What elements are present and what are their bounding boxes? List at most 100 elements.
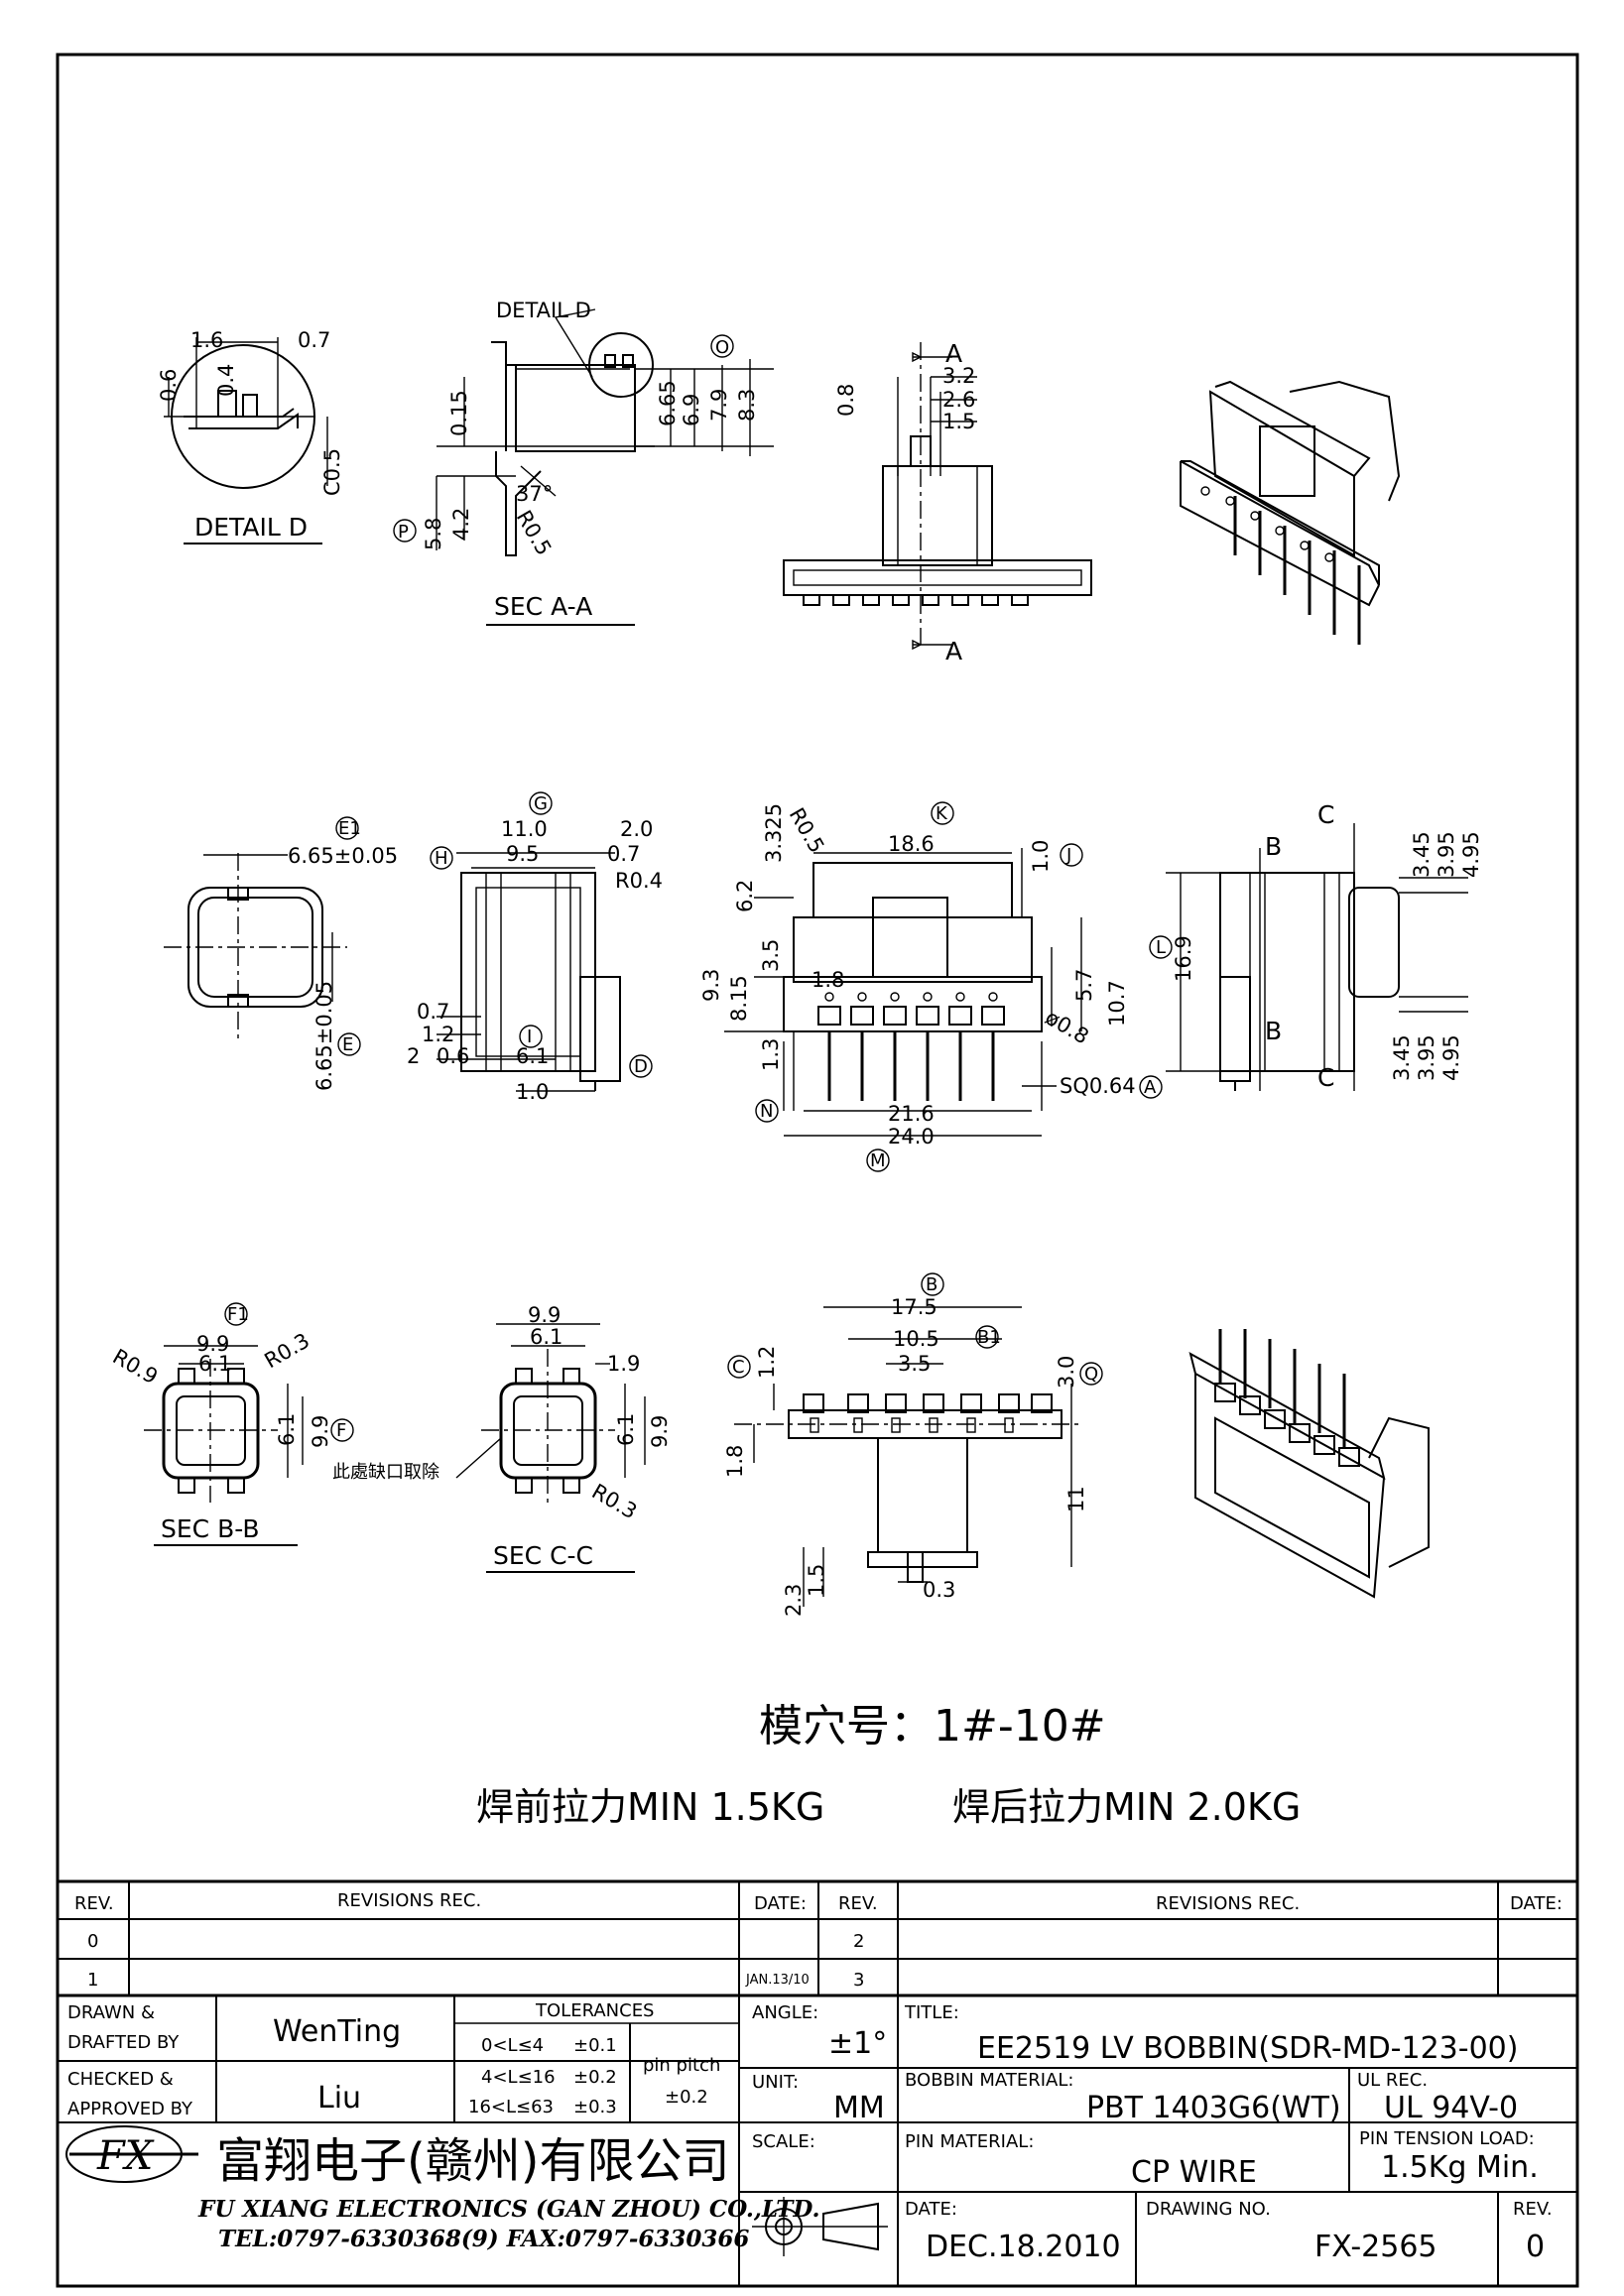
marker-l <box>1149 935 1173 959</box>
bobbin-material-label: BOBBIN MATERIAL: <box>905 2070 1073 2091</box>
sec-aa-dim-9: R0.5 <box>512 507 557 560</box>
side-c-dim-3: 3.95 <box>1435 831 1458 878</box>
marker-k <box>931 801 954 825</box>
sec-cc-dim-4: 6.1 <box>614 1413 638 1446</box>
date-value: DEC.18.2010 <box>926 2230 1121 2264</box>
bottom-b-view: B 17.5 10.5 B1 3.5 C 1.2 3.0 Q 1.8 11 2.… <box>723 1272 1103 1617</box>
main-front-dim-13: 1.3 <box>759 1038 783 1071</box>
bottom-b-dim-9: 1.5 <box>805 1564 828 1597</box>
sec-bb-dim-5: 6.1 <box>275 1413 299 1446</box>
side-a-dim-3: 1.5 <box>942 410 975 433</box>
sec-bb-view: F1 9.9 6.1 R0.9 R0.3 6.1 9.9 F SEC B-B <box>109 1302 354 1546</box>
marker-e1 <box>335 816 359 840</box>
drawing-title: EE2519 LV BOBBIN(SDR-MD-123-00) <box>977 2031 1518 2066</box>
title-block: REV. REVISIONS REC. DATE: REV. REVISIONS… <box>58 1879 1577 2286</box>
rev-value: 0 <box>1526 2230 1545 2264</box>
title-label: TITLE: <box>904 2002 959 2023</box>
marker-f-label: F <box>336 1420 346 1441</box>
bottom-b-dim-8: 2.3 <box>782 1584 806 1617</box>
main-front-view: K 3.325 R0.5 18.6 1.0 J 6.2 3.5 9.3 8.15… <box>699 801 1173 1172</box>
side-a-dim-2: 2.6 <box>942 388 975 412</box>
side-c-dim-4: 4.95 <box>1459 831 1483 878</box>
side-c-mark-b-bottom: B <box>1265 1017 1282 1045</box>
date-label: DATE: <box>905 2199 957 2220</box>
main-front-dim-15: 21.6 <box>888 1102 935 1126</box>
logo-text: FX <box>96 2133 155 2179</box>
bottom-b-dim-1: 17.5 <box>891 1295 937 1319</box>
marker-j <box>1060 843 1083 867</box>
sec-cc-note: 此處缺口取除 <box>332 1462 439 1483</box>
detail-d-label: DETAIL D <box>194 513 308 542</box>
pull-after-note: 焊后拉力MIN 2.0KG <box>952 1785 1301 1829</box>
projection-symbol <box>752 2197 888 2256</box>
front-g-view: G H 11.0 2.0 9.5 0.7 R0.4 0.7 1.2 2 0.6 … <box>407 791 663 1104</box>
marker-h-label: H <box>435 848 448 869</box>
company-name-en: FU XIANG ELECTRONICS (GAN ZHOU) CO.,LTD. <box>197 2196 819 2223</box>
marker-f <box>330 1418 354 1442</box>
marker-m-label: M <box>870 1150 886 1171</box>
angle-label: ANGLE: <box>752 2002 818 2023</box>
tol-value-2: ±0.3 <box>573 2097 617 2117</box>
top-e-dim-2: 6.65±0.05 <box>312 981 336 1091</box>
cavity-note: 模穴号：1#-10# <box>759 1701 1106 1752</box>
marker-e1-label: E1 <box>338 818 361 839</box>
front-g-dim-5: R0.4 <box>615 869 663 893</box>
main-front-dim-11: 10.7 <box>1105 980 1129 1027</box>
marker-o-label: O <box>715 337 729 358</box>
marker-d-label: D <box>634 1056 648 1077</box>
pin-tension: 1.5Kg Min. <box>1381 2150 1539 2185</box>
main-front-dim-7: 9.3 <box>699 969 723 1002</box>
side-c-dim-6: 3.95 <box>1415 1034 1438 1081</box>
tol-value-1: ±0.2 <box>573 2067 617 2088</box>
marker-a <box>1139 1075 1163 1099</box>
sec-bb-dim-2: 6.1 <box>198 1352 231 1376</box>
front-g-dim-10: 6.1 <box>516 1044 549 1068</box>
drafted-label: DRAFTED BY <box>67 2032 180 2053</box>
detail-d-dim-2: 0.7 <box>298 328 330 352</box>
marker-b1 <box>975 1325 999 1349</box>
front-g-dim-11: 1.0 <box>516 1080 549 1104</box>
side-c-dim-5: 3.45 <box>1390 1034 1414 1081</box>
sec-cc-dim-6: R0.3 <box>588 1480 642 1524</box>
sec-bb-dim-1: 9.9 <box>196 1332 229 1356</box>
sec-aa-dim-8: 37° <box>516 482 553 506</box>
sec-aa-label: SEC A-A <box>494 592 592 621</box>
sec-bb-label: SEC B-B <box>161 1514 260 1543</box>
side-c-dim-7: 4.95 <box>1439 1034 1463 1081</box>
bottom-b-dim-10: 0.3 <box>923 1578 955 1602</box>
marker-g <box>529 791 553 815</box>
side-a-view: A A 3.2 2.6 1.5 0.8 <box>783 339 1092 665</box>
pin-material: CP WIRE <box>1131 2155 1257 2190</box>
rev-header-right: REV. <box>838 1893 878 1914</box>
sec-bb-dim-6: 9.9 <box>309 1415 332 1448</box>
front-g-dim-6: 0.7 <box>417 1000 449 1024</box>
main-front-dim-12: ø0.8 <box>1042 1006 1093 1049</box>
marker-e <box>337 1032 361 1056</box>
top-e-dim-1: 6.65±0.05 <box>288 844 398 868</box>
bobbin-material: PBT 1403G6(WT) <box>1086 2091 1341 2125</box>
marker-n-label: N <box>760 1101 773 1122</box>
detail-d-view: 1.6 0.7 0.6 0.4 C0.5 DETAIL D <box>157 328 344 544</box>
drawing-no: FX-2565 <box>1314 2230 1437 2264</box>
marker-g-label: G <box>534 793 548 814</box>
sec-aa-view: DETAIL D O 0.15 6.65 6.9 7.9 8.3 5.8 4.2… <box>393 299 774 626</box>
drawn-label: DRAWN & <box>67 2002 155 2023</box>
angle-value: ±1° <box>828 2026 887 2061</box>
marker-f1-label: F1 <box>227 1304 249 1325</box>
revisions-header-left: REVISIONS REC. <box>337 1890 481 1911</box>
approved-label: APPROVED BY <box>67 2099 193 2119</box>
company-contact: TEL:0797-6330368(9) FAX:0797-6330366 <box>218 2226 749 2252</box>
detail-d-dim-5: C0.5 <box>320 448 344 496</box>
marker-o <box>710 334 734 358</box>
side-c-mark-c-bottom: C <box>1317 1063 1334 1092</box>
pin-pitch-tol: ±0.2 <box>665 2087 708 2108</box>
bottom-b-dim-4: 1.2 <box>755 1346 779 1379</box>
sec-aa-dim-7: 4.2 <box>449 508 473 541</box>
marker-l-label: L <box>1156 937 1166 958</box>
company-logo: FX <box>65 2125 198 2183</box>
rev-row-2: 2 <box>853 1931 864 1952</box>
main-front-dim-5: 6.2 <box>733 880 757 912</box>
sec-bb-dim-4: R0.3 <box>261 1329 314 1374</box>
marker-n <box>755 1099 779 1123</box>
